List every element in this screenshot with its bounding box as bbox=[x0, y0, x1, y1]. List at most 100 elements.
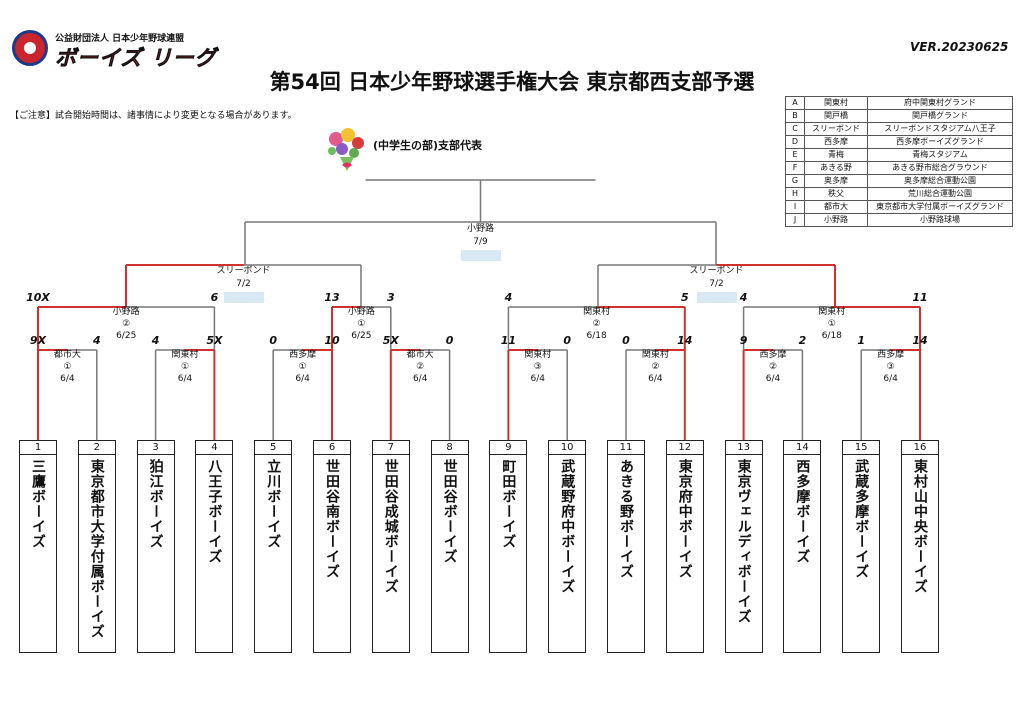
date-chip bbox=[696, 292, 737, 303]
score-right: 11 bbox=[912, 291, 928, 304]
team-number: 5 bbox=[255, 441, 292, 455]
date-chip bbox=[223, 292, 264, 303]
score-right: 3 bbox=[386, 291, 395, 304]
score-right: 14 bbox=[677, 334, 693, 347]
champion-label: (中学生の部)支部代表 bbox=[373, 139, 483, 152]
team-box: 3 狛江ボーイズ bbox=[136, 440, 175, 653]
score-left: 11 bbox=[500, 334, 517, 347]
org-name: 公益財団法人 日本少年野球連盟 bbox=[55, 34, 185, 44]
team-name: 立川ボーイズ bbox=[265, 459, 282, 549]
score-right: 2 bbox=[798, 334, 807, 347]
match-game: ② bbox=[592, 319, 601, 329]
team-name: あきる野ボーイズ bbox=[618, 459, 634, 579]
team-number: 8 bbox=[431, 441, 468, 455]
bouquet-icon bbox=[328, 128, 364, 171]
match-venue: 関東村 bbox=[641, 350, 669, 360]
league-name: ボーイズ リーグ bbox=[55, 46, 217, 71]
team-number: 1 bbox=[20, 441, 56, 455]
score-left: 9 bbox=[739, 334, 748, 347]
match-venue: スリーボンド bbox=[216, 266, 271, 276]
notice-text: 【ご注意】試合開始時間は、諸事情により変更となる場合があります。 bbox=[10, 111, 297, 121]
score-left: 0 bbox=[269, 334, 278, 347]
match-date: 6/4 bbox=[177, 374, 193, 384]
team-name: 東京都市大学付属ボーイズ bbox=[88, 459, 105, 639]
page-title: 第54回 日本少年野球選手権大会 東京都西支部予選 bbox=[269, 70, 755, 94]
team-number: 14 bbox=[784, 441, 821, 455]
final-date: 7/9 bbox=[473, 237, 488, 247]
team-box: 14 西多摩ボーイズ bbox=[783, 440, 822, 653]
team-name: 東京府中ボーイズ bbox=[676, 459, 693, 579]
team-number: 7 bbox=[372, 441, 409, 455]
match-date: 6/4 bbox=[765, 374, 781, 384]
match-date: 6/25 bbox=[116, 331, 137, 341]
version-label: VER.20230625 bbox=[910, 40, 1009, 54]
team-number: 3 bbox=[137, 441, 174, 455]
match-game: ② bbox=[122, 319, 131, 329]
score-right: 0 bbox=[445, 334, 454, 347]
score-right: 5 bbox=[680, 291, 689, 304]
team-box: 1 三鷹ボーイズ bbox=[19, 440, 57, 653]
match-game: ① bbox=[298, 362, 307, 372]
match-venue: スリーボンド bbox=[689, 266, 744, 276]
match-date: 6/4 bbox=[530, 374, 546, 384]
match-date: 7/2 bbox=[236, 279, 251, 289]
team-box: 12 東京府中ボーイズ bbox=[665, 440, 704, 653]
match-venue: 小野路 bbox=[347, 307, 375, 317]
match-date: 6/4 bbox=[648, 374, 663, 384]
score-left: 1 bbox=[857, 334, 866, 347]
score-left: 5X bbox=[382, 334, 399, 347]
team-name: 町田ボーイズ bbox=[500, 459, 517, 549]
team-number: 10 bbox=[549, 441, 586, 455]
match-venue: 関東村 bbox=[818, 307, 846, 317]
match-venue: 関東村 bbox=[171, 350, 199, 360]
match-date: 6/4 bbox=[883, 374, 898, 384]
score-right: 5X bbox=[206, 334, 223, 347]
team-name: 世田谷南ボーイズ bbox=[324, 459, 340, 579]
team-box: 2 東京都市大学付属ボーイズ bbox=[77, 440, 116, 653]
team-box: 7 世田谷成城ボーイズ bbox=[371, 440, 410, 653]
match-game: ① bbox=[63, 362, 72, 372]
score-left: 10X bbox=[26, 291, 50, 304]
score-left: 0 bbox=[622, 334, 630, 347]
team-number: 13 bbox=[725, 441, 762, 455]
match-game: ② bbox=[416, 362, 425, 372]
team-name: 三鷹ボーイズ bbox=[30, 459, 46, 549]
team-box: 8 世田谷ボーイズ bbox=[430, 440, 469, 653]
match-date: 7/2 bbox=[709, 279, 724, 289]
match-game: ① bbox=[357, 319, 366, 329]
team-name: 西多摩ボーイズ bbox=[794, 459, 811, 564]
team-name: 八王子ボーイズ bbox=[206, 459, 223, 564]
team-number: 12 bbox=[666, 441, 703, 455]
match-date: 6/4 bbox=[60, 374, 75, 384]
match-date: 6/25 bbox=[351, 331, 372, 341]
team-name: 狛江ボーイズ bbox=[147, 459, 164, 549]
match-game: ① bbox=[827, 319, 836, 329]
match-game: ② bbox=[768, 362, 778, 372]
date-chip bbox=[460, 250, 501, 261]
match-venue: 都市大 bbox=[406, 350, 434, 360]
team-name: 世田谷ボーイズ bbox=[441, 459, 458, 564]
match-game: ① bbox=[180, 362, 190, 372]
team-number: 2 bbox=[78, 441, 115, 455]
team-number: 6 bbox=[314, 441, 350, 455]
league-logo-icon bbox=[12, 30, 48, 66]
score-left: 4 bbox=[151, 334, 160, 347]
match-venue: 関東村 bbox=[524, 350, 552, 360]
score-left: 4 bbox=[739, 291, 748, 304]
team-name: 世田谷成城ボーイズ bbox=[382, 459, 399, 594]
team-number: 15 bbox=[843, 441, 880, 455]
match-venue: 小野路 bbox=[112, 307, 140, 317]
final-venue: 小野路 bbox=[466, 224, 494, 234]
score-right: 0 bbox=[563, 334, 572, 347]
